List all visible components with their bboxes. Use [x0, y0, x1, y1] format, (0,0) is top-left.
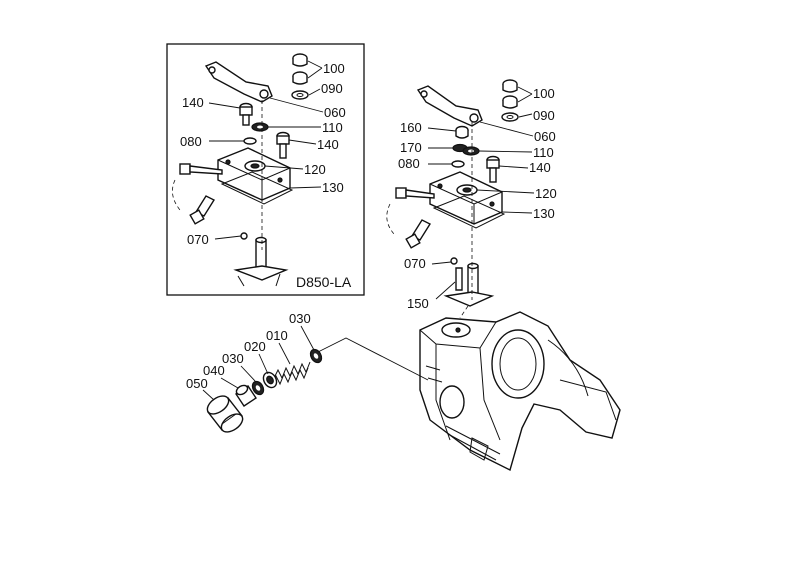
inset-bolt-140b	[276, 131, 290, 159]
main-cover-120	[429, 171, 503, 225]
lower-label-030b: 030	[222, 351, 244, 366]
inset-label-140a: 140	[182, 95, 204, 110]
main-group: 100 090 160 060 170 110 080 140 120 130 …	[386, 79, 557, 311]
inset-shaft	[233, 232, 289, 287]
main-gasket-130	[432, 195, 506, 229]
inset-lever-arm	[204, 61, 273, 103]
inset-nuts	[291, 53, 309, 100]
inset-label-080: 080	[180, 134, 202, 149]
main-label-070: 070	[404, 256, 426, 271]
lower-label-050: 050	[186, 376, 208, 391]
lower-label-020: 020	[244, 339, 266, 354]
main-bolt-140	[486, 155, 500, 183]
inset-group: D850-LA	[166, 43, 365, 296]
inset-label-140b: 140	[317, 137, 339, 152]
main-label-160: 160	[400, 120, 422, 135]
main-label-060: 060	[534, 129, 556, 144]
lower-label-040: 040	[203, 363, 225, 378]
inset-leaders	[208, 60, 324, 240]
inset-gasket-130	[220, 171, 294, 205]
main-leaders	[427, 86, 535, 300]
inset-bolt-140	[239, 102, 253, 126]
main-lever-arm	[416, 85, 483, 127]
main-label-120: 120	[535, 186, 557, 201]
inset-label-130: 130	[322, 180, 344, 195]
inset-cover-120	[217, 147, 291, 201]
lower-washer-030a	[309, 348, 323, 364]
lower-ring-020	[262, 371, 278, 389]
main-label-080: 080	[398, 156, 420, 171]
main-nuts	[501, 79, 519, 122]
engine-axis	[459, 305, 469, 319]
main-label-140: 140	[529, 160, 551, 175]
main-label-090: 090	[533, 108, 555, 123]
inset-label-070: 070	[187, 232, 209, 247]
lower-group: 030 010 020 030 040 050	[186, 311, 429, 433]
inset-side-bolts	[172, 163, 223, 225]
main-oring-080	[451, 160, 465, 168]
inset-label-120: 120	[304, 162, 326, 177]
main-label-100: 100	[533, 86, 555, 101]
lower-bushing-040	[235, 384, 257, 407]
main-side-bolts	[386, 187, 435, 249]
engine-housing	[419, 305, 621, 472]
inset-oring-080	[243, 137, 257, 145]
inset-label-100: 100	[323, 61, 345, 76]
inset-frame	[166, 43, 365, 296]
inset-title: D850-LA	[296, 274, 352, 290]
main-shaft	[443, 257, 495, 307]
lower-label-030a: 030	[289, 311, 311, 326]
main-washer-110	[462, 146, 480, 156]
lower-label-010: 010	[266, 328, 288, 343]
inset-label-060: 060	[324, 105, 346, 120]
main-label-130: 130	[533, 206, 555, 221]
lower-spring-010	[271, 361, 311, 386]
main-nut-160	[455, 125, 469, 139]
lower-cap-050	[206, 395, 244, 433]
main-label-150: 150	[407, 296, 429, 311]
lower-connector-line	[317, 337, 429, 381]
lower-washer-030b	[251, 380, 265, 396]
main-label-170: 170	[400, 140, 422, 155]
lower-leaders	[202, 325, 315, 401]
main-label-110: 110	[533, 145, 554, 160]
inset-label-110: 110	[322, 120, 343, 135]
inset-label-090: 090	[321, 81, 343, 96]
inset-washer-110	[251, 122, 269, 132]
